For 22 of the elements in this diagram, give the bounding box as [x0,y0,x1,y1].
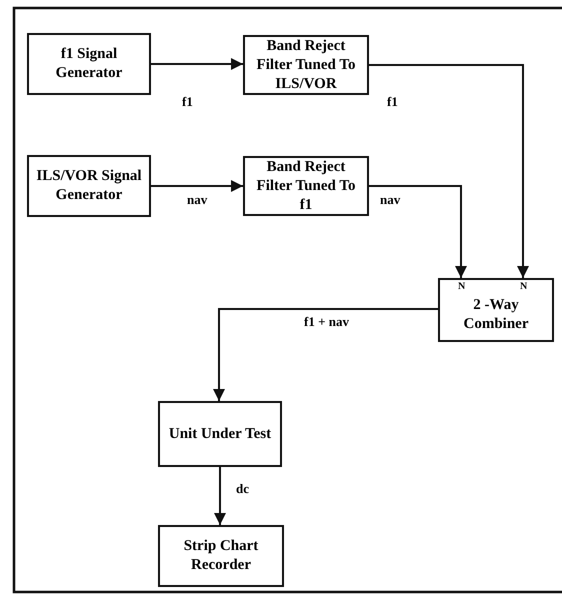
block-label: ILS/VOR Signal Generator [35,167,143,205]
block-box [27,155,151,217]
arrow [369,185,467,278]
block-box [243,156,369,216]
block-label: f1 Signal Generator [54,45,124,83]
block-label: Band Reject Filter Tuned To ILS/VOR [256,36,356,94]
block-box [243,35,369,95]
arrow [151,180,243,192]
port-label: N [519,281,528,292]
block-box [158,525,284,587]
block-box [158,401,282,467]
block-box [438,278,554,342]
arrow [213,308,438,401]
block-label: Band Reject Filter Tuned To f1 [256,158,356,214]
block-label: 2 -Way Combiner [462,296,530,334]
arrow [151,58,243,70]
arrow [214,467,226,525]
arrow [369,64,529,278]
block-label: Strip Chart Recorder [182,537,260,575]
block-box [27,33,151,95]
port-label: N [457,281,466,292]
block-label: Unit Under Test [168,424,272,444]
